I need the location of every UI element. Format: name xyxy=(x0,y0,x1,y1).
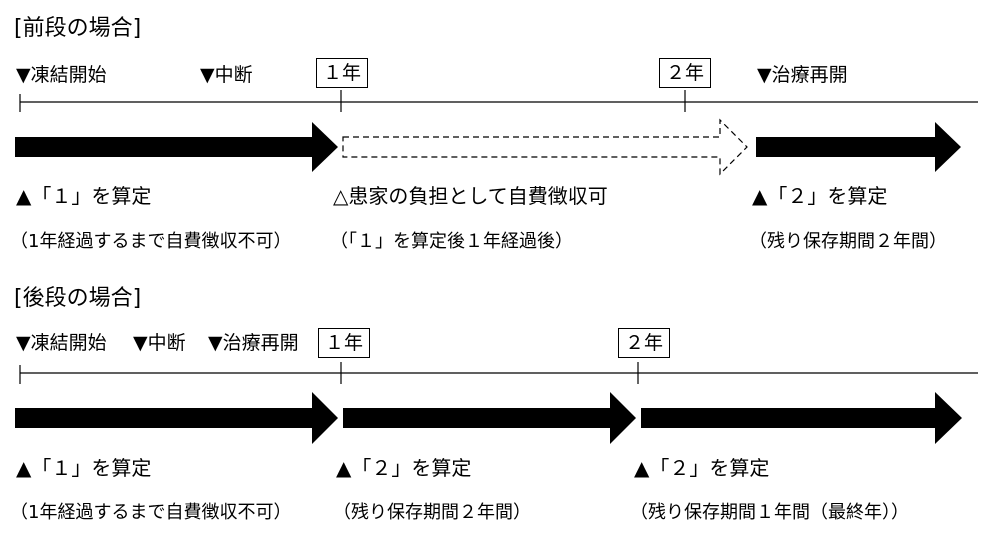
lower-segment-3-label: ▲「２」を算定 xyxy=(634,456,770,480)
upper-section-title: [前段の場合] xyxy=(14,16,142,41)
lower-event-freeze-start: ▼凍結開始 xyxy=(16,332,107,354)
lower-event-pause: ▼中断 xyxy=(133,332,186,354)
lower-segment-1-note: （1年経過するまで自費徴収不可） xyxy=(10,502,292,523)
lower-timeline xyxy=(19,362,978,384)
upper-arrow-1 xyxy=(15,122,338,172)
lower-segment-3-note: （残り保存期間１年間（最終年）） xyxy=(630,502,909,523)
lower-arrow-2 xyxy=(343,392,636,444)
lower-segment-2-note: （残り保存期間２年間） xyxy=(333,502,531,523)
upper-segment-1-label: ▲「１」を算定 xyxy=(16,184,152,208)
lower-year2-box: ２年 xyxy=(618,328,671,358)
upper-event-resume: ▼治療再開 xyxy=(757,64,848,86)
upper-timeline xyxy=(19,90,978,112)
upper-year2-box: ２年 xyxy=(659,58,712,88)
lower-arrow-3 xyxy=(641,392,962,444)
lower-arrows xyxy=(15,392,962,444)
upper-segment-2-label: △患家の負担として自費徴収可 xyxy=(333,184,608,208)
lower-event-resume: ▼治療再開 xyxy=(208,332,299,354)
lower-arrow-1 xyxy=(15,392,338,444)
upper-segment-3-note: （残り保存期間２年間） xyxy=(749,231,947,252)
lower-segment-2-label: ▲「２」を算定 xyxy=(336,456,472,480)
upper-arrows xyxy=(15,118,961,176)
lower-segment-1-label: ▲「１」を算定 xyxy=(16,456,152,480)
upper-year1-box: １年 xyxy=(316,58,369,88)
upper-segment-1-note: （1年経過するまで自費徴収不可） xyxy=(10,231,292,252)
upper-event-pause: ▼中断 xyxy=(200,64,253,86)
lower-year1-box: １年 xyxy=(318,328,371,358)
upper-arrow-3 xyxy=(756,122,961,172)
lower-section-title: [後段の場合] xyxy=(14,286,142,311)
upper-event-freeze-start: ▼凍結開始 xyxy=(16,64,107,86)
upper-segment-3-label: ▲「２」を算定 xyxy=(752,184,888,208)
upper-arrow-2-dashed xyxy=(342,118,748,176)
upper-segment-2-note: （「１」を算定後１年経過後） xyxy=(330,231,573,252)
